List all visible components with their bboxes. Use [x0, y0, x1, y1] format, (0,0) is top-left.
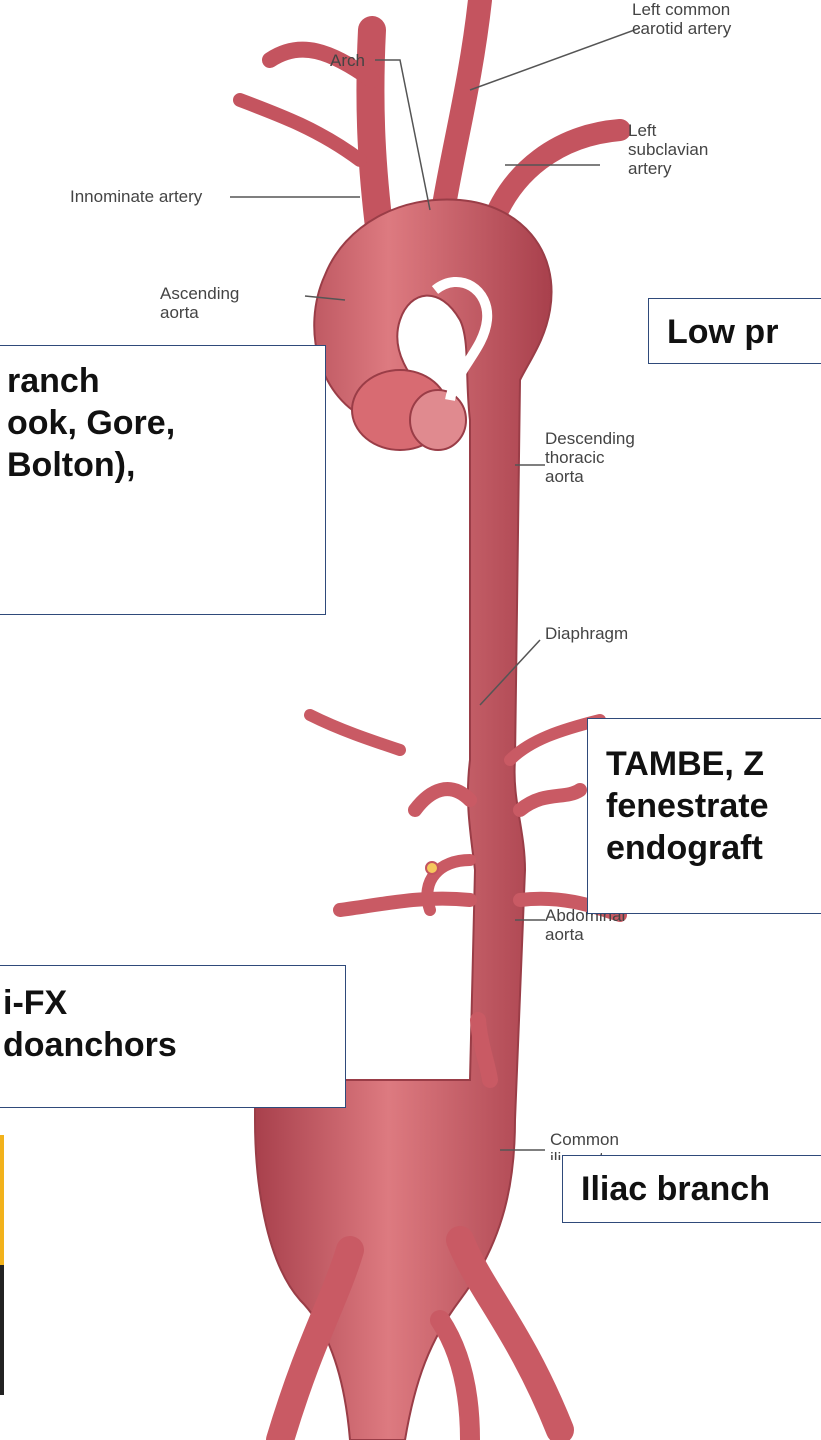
- label-innominate-artery: Innominate artery: [70, 187, 202, 206]
- marker-dot: [426, 862, 438, 874]
- label-left-subclavian: Left subclavian artery: [628, 121, 708, 178]
- label-diaphragm: Diaphragm: [545, 624, 628, 643]
- callout-tambe: TAMBE, Z fenestrate endograft: [587, 718, 821, 914]
- label-arch: Arch: [330, 51, 365, 70]
- callout-low-profile: Low pr: [648, 298, 821, 364]
- callout-fx-endoanchors: i-FX doanchors: [0, 965, 346, 1108]
- callout-arch-branch: ranch ook, Gore, Bolton),: [0, 345, 326, 615]
- label-left-common-carotid: Left common carotid artery: [632, 0, 731, 38]
- label-ascending-aorta: Ascending aorta: [160, 284, 239, 322]
- label-descending-thoracic-aorta: Descending thoracic aorta: [545, 429, 635, 486]
- edge-dark-strip: [0, 1265, 4, 1395]
- callout-iliac-branch: Iliac branch: [562, 1155, 821, 1223]
- abdominal-branches: [310, 715, 620, 1080]
- edge-accent-strip: [0, 1135, 4, 1265]
